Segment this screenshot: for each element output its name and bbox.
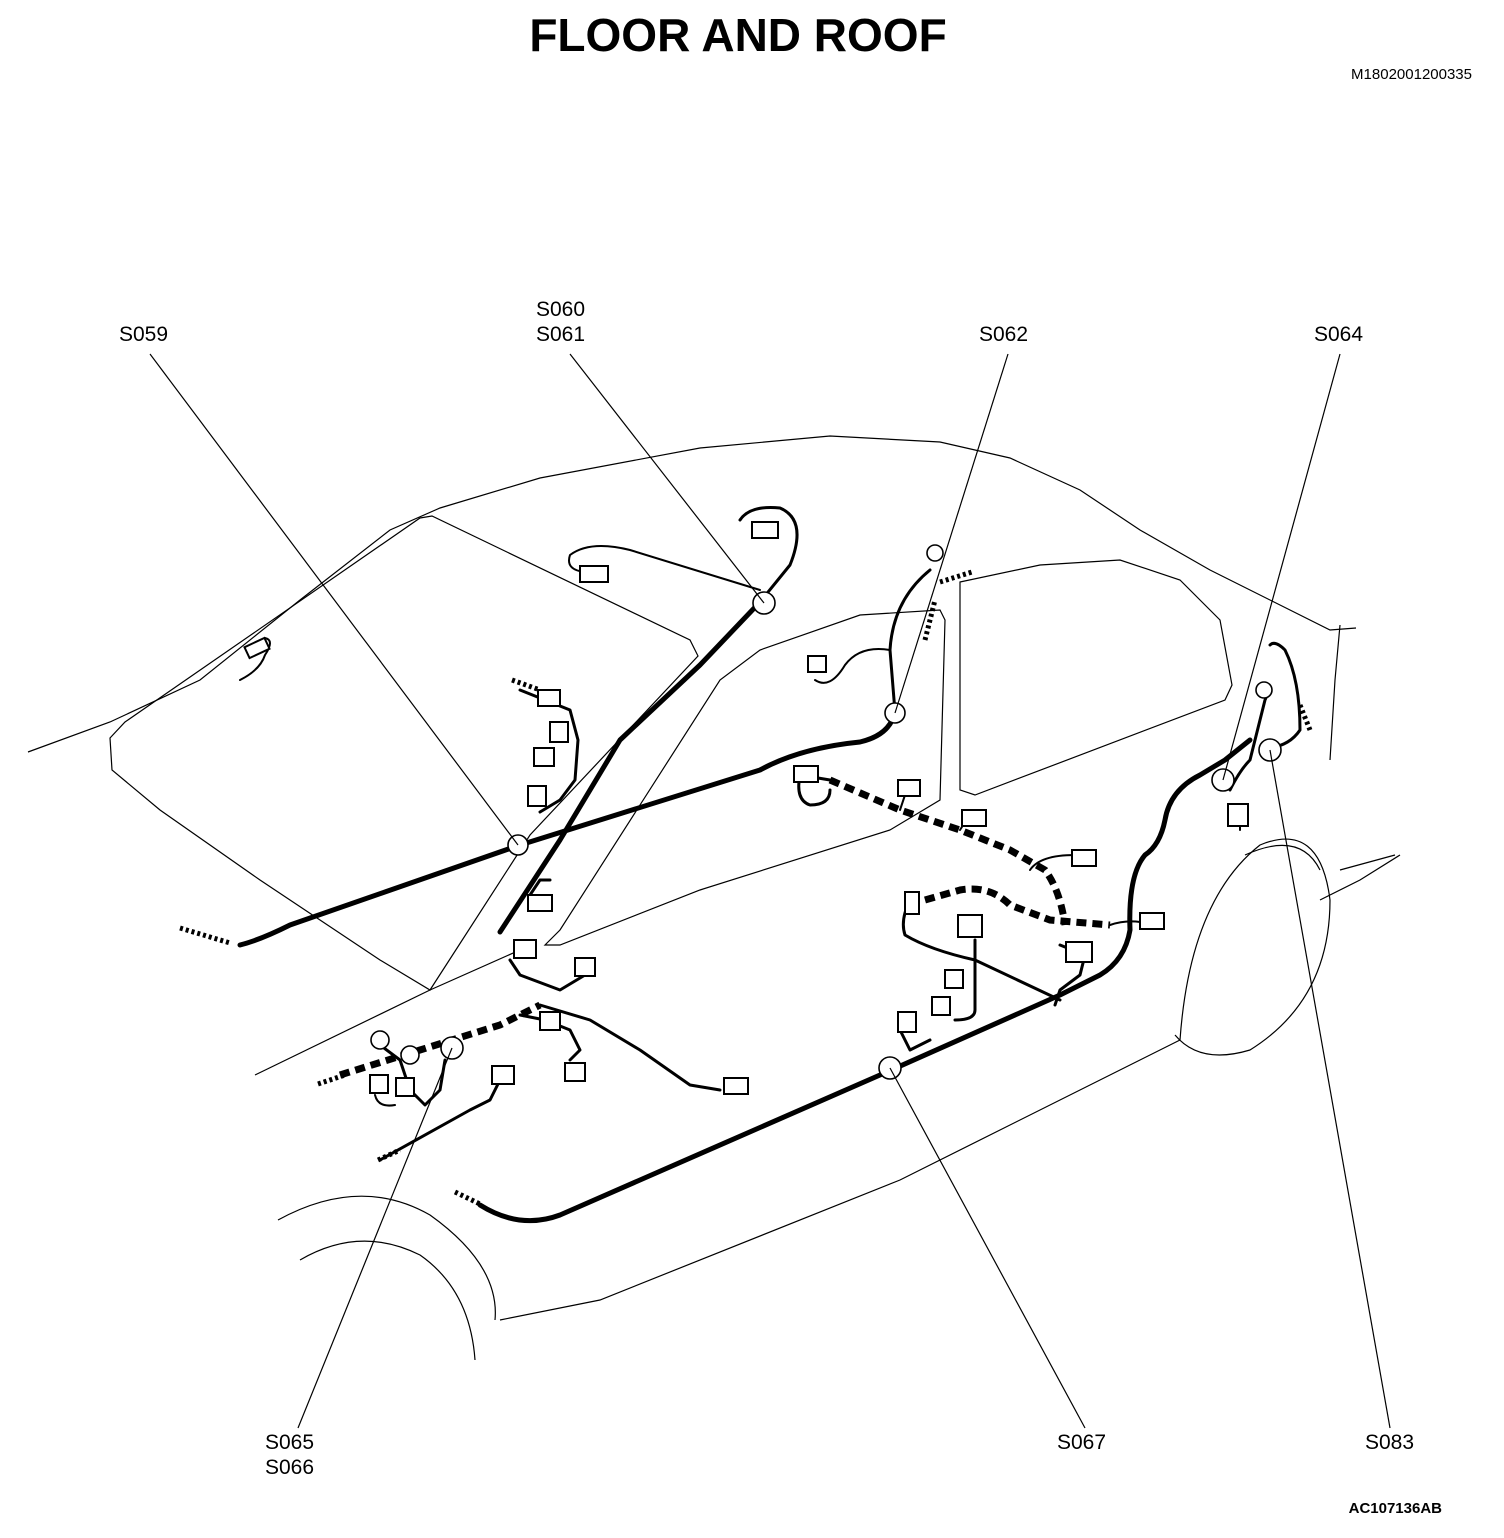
leader-lines xyxy=(149,353,1391,1429)
connector xyxy=(533,747,555,767)
connector xyxy=(944,969,964,989)
connector xyxy=(539,1011,561,1031)
label-s064: S064 xyxy=(1314,323,1363,346)
connector xyxy=(897,1011,917,1033)
connector xyxy=(527,894,553,912)
page-title: FLOOR AND ROOF xyxy=(529,9,947,61)
label-s067: S067 xyxy=(1057,1431,1106,1454)
leader-s060-s061 xyxy=(569,353,765,604)
figure-id: AC107136AB xyxy=(1348,1500,1442,1517)
leader-s083 xyxy=(1269,749,1391,1429)
document-id: M1802001200335 xyxy=(1351,66,1472,83)
connector xyxy=(243,636,271,660)
connector xyxy=(1065,941,1093,963)
leader-s059 xyxy=(149,353,519,846)
connector xyxy=(395,1077,415,1097)
leader-s067 xyxy=(889,1067,1086,1429)
splice-labels: S059 S060 S061 S062 S064 S065 S066 S067 … xyxy=(119,298,1414,1479)
leader-s064 xyxy=(1222,353,1341,781)
connector xyxy=(751,521,779,539)
label-s060: S060 xyxy=(536,298,585,321)
connector xyxy=(579,565,609,583)
connector xyxy=(957,914,983,938)
connector xyxy=(961,809,987,827)
connector xyxy=(1071,849,1097,867)
ground-terminal xyxy=(926,544,944,562)
connector xyxy=(931,996,951,1016)
connector xyxy=(564,1062,586,1082)
connector xyxy=(491,1065,515,1085)
splice-points xyxy=(440,591,1282,1080)
connector xyxy=(1139,912,1165,930)
connector xyxy=(574,957,596,977)
connector xyxy=(897,779,921,797)
vehicle-body-outline xyxy=(27,435,1401,1361)
connector xyxy=(723,1077,749,1095)
connector xyxy=(549,721,569,743)
connector xyxy=(513,939,537,959)
connector xyxy=(537,689,561,707)
label-s066: S066 xyxy=(265,1456,314,1479)
label-s061: S061 xyxy=(536,323,585,346)
connector xyxy=(1227,803,1249,827)
label-s065: S065 xyxy=(265,1431,314,1454)
label-s062: S062 xyxy=(979,323,1028,346)
ground-terminal xyxy=(1255,681,1273,699)
ground-terminal xyxy=(370,1030,390,1050)
ground-terminal xyxy=(400,1045,420,1065)
leader-s065-s066 xyxy=(297,1047,453,1429)
label-s083: S083 xyxy=(1365,1431,1414,1454)
wiring-harness xyxy=(179,506,1313,1224)
connector xyxy=(369,1074,389,1094)
connector xyxy=(904,891,920,915)
label-s059: S059 xyxy=(119,323,168,346)
connector xyxy=(527,785,547,807)
connector xyxy=(807,655,827,673)
connector xyxy=(793,765,819,783)
leader-s062 xyxy=(894,353,1009,714)
